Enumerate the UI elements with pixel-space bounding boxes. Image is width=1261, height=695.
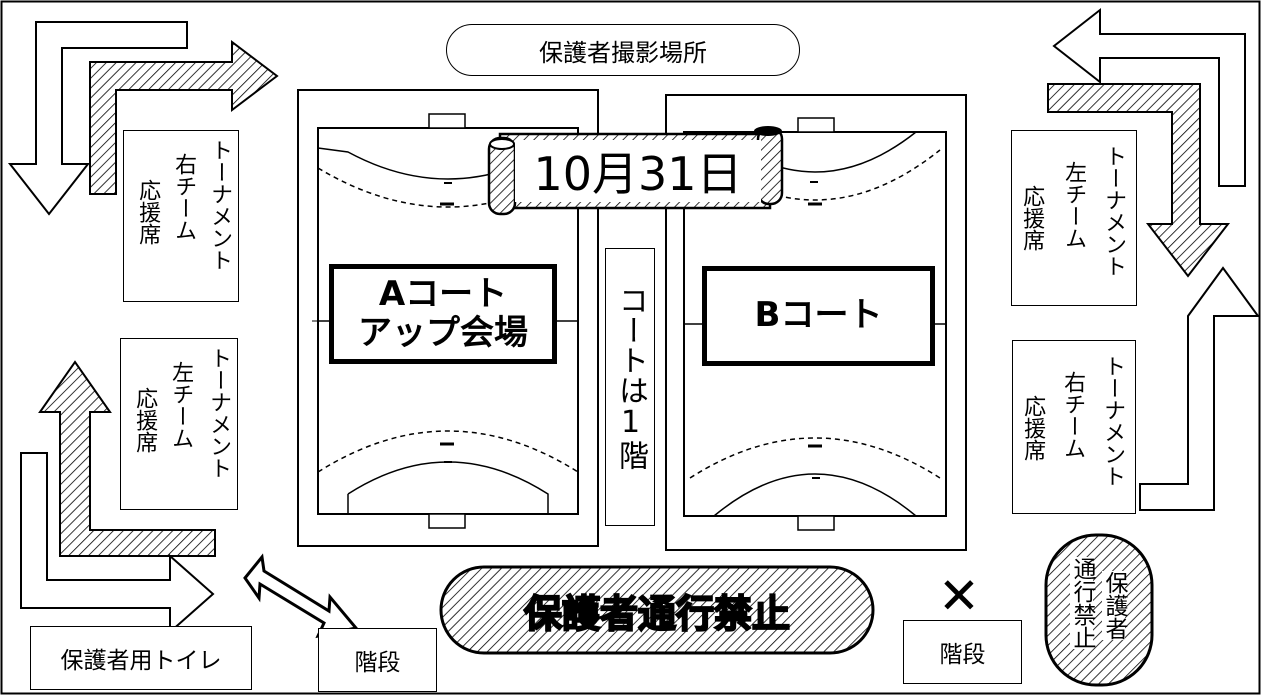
seat-lower-right-line1: トーナメント <box>1100 355 1126 487</box>
court-a-name: Aコート <box>378 273 508 314</box>
no-passage-banner-shape <box>439 565 875 655</box>
stairs-right-box: 階段 <box>903 620 1022 684</box>
court-b-name: Bコート <box>754 295 883 336</box>
floor-note-box: コートは1階 <box>605 248 655 526</box>
toilet-label: 保護者用トイレ <box>60 648 222 674</box>
hollow-arrow-down-icon <box>7 21 188 216</box>
hatched-arrow-right-icon <box>89 39 279 195</box>
photo-area-label-box: 保護者撮影場所 <box>446 24 800 76</box>
seat-lower-left-line3: 応援席 <box>132 387 158 453</box>
seat-box-lower-right: トーナメント 右チーム 応援席 <box>1012 340 1136 514</box>
court-a-purpose: アップ会場 <box>358 313 528 353</box>
no-passage-oval-line2: 通行禁止 <box>1069 557 1095 649</box>
hatched-arrow-up-icon <box>38 360 216 557</box>
seat-lower-left-line1: トーナメント <box>206 347 232 479</box>
stairs-left-label: 階段 <box>354 650 401 676</box>
hatched-arrow-down-icon <box>1047 83 1231 278</box>
stairs-left-box: 階段 <box>318 628 437 692</box>
seat-box-upper-left: トーナメント 右チーム 応援席 <box>123 130 239 302</box>
seat-upper-right-line3: 応援席 <box>1019 185 1045 251</box>
seat-upper-right-line2: 左チーム <box>1061 161 1087 249</box>
hollow-arrow-right-icon <box>20 452 215 635</box>
court-b-label-box: Bコート <box>702 266 935 366</box>
seat-box-upper-right: トーナメント 左チーム 応援席 <box>1011 130 1137 306</box>
seat-box-lower-left: トーナメント 左チーム 応援席 <box>120 338 238 510</box>
seat-lower-right-line3: 応援席 <box>1020 395 1046 461</box>
seat-upper-right-line1: トーナメント <box>1101 145 1127 277</box>
double-arrow-icon <box>243 553 359 639</box>
date-banner-text: 10月31日 <box>515 140 761 202</box>
no-passage-oval-text: 保護者 通行禁止 <box>1046 535 1152 685</box>
no-entry-cross-icon: ✕ <box>938 567 980 625</box>
hollow-arrow-left-icon <box>1052 7 1246 187</box>
toilet-label-box: 保護者用トイレ <box>30 626 252 690</box>
photo-area-label: 保護者撮影場所 <box>539 38 707 67</box>
no-passage-oval-line1: 保護者 <box>1101 571 1127 640</box>
seat-lower-left-line2: 左チーム <box>168 361 194 449</box>
seat-upper-left-line3: 応援席 <box>135 179 161 245</box>
floor-note: コートは1階 <box>613 285 648 470</box>
seat-upper-left-line2: 右チーム <box>171 153 197 241</box>
seat-upper-left-line1: トーナメント <box>207 139 233 271</box>
seat-lower-right-line2: 右チーム <box>1060 371 1086 459</box>
court-a-label-box: Aコート アップ会場 <box>329 264 557 364</box>
no-passage-banner-text: 保護者通行禁止 <box>523 591 791 637</box>
stairs-right-label: 階段 <box>939 642 986 668</box>
hollow-arrow-up-icon <box>1139 266 1260 511</box>
